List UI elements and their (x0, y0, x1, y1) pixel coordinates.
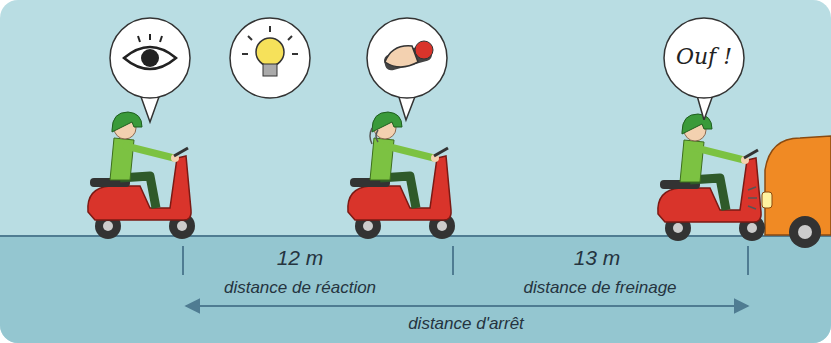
dimension-label: distance de freinage (523, 278, 676, 298)
bubble-text: Ouf ! (660, 16, 748, 97)
speech-bubble: Ouf ! (660, 16, 748, 120)
dimension-value: 12 m (277, 246, 324, 270)
dimension-label: distance d'arrêt (408, 314, 524, 334)
dimension-label: distance de réaction (224, 278, 376, 298)
dimension-value: 13 m (574, 246, 621, 270)
